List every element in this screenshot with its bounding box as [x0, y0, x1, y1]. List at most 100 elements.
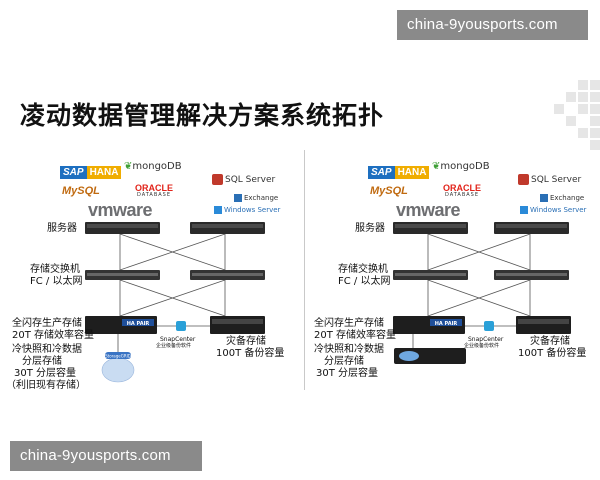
exchange-logo-text: Exchange [550, 194, 585, 202]
windows-icon [520, 206, 528, 214]
oracle-logo: ORACLE DATABASE [135, 184, 173, 198]
tier-label-3: 30T 分层容量 [316, 368, 379, 379]
backup-storage-bay [212, 319, 263, 324]
snapcenter-icon [176, 321, 186, 331]
mongodb-logo-text: mongoDB [440, 161, 490, 172]
server-right-bay [192, 224, 263, 228]
backup-storage-bay [518, 319, 569, 324]
exchange-logo-text: Exchange [244, 194, 279, 202]
sap-logo-text: SAP [60, 166, 87, 179]
snapcenter-label-2: 企业级备份软件 [464, 343, 500, 349]
mongodb-logo-text: mongoDB [132, 161, 182, 172]
oracle-logo-text: ORACLE [443, 183, 481, 193]
backup-label-1: 灾备存储 [530, 336, 570, 347]
oracle-logo: ORACLE DATABASE [443, 184, 481, 198]
switch-label-1: 存储交换机 [338, 264, 388, 275]
tier-label-4: （利旧现有存储） [6, 380, 86, 391]
slide-title: 凌动数据管理解决方案系统拓扑 [20, 101, 385, 130]
primary-label-1: 全闪存生产存储 [12, 318, 82, 329]
server-left-bay [87, 224, 158, 228]
backup-label-2: 100T 备份容量 [518, 348, 587, 359]
watermark-top: china-9yousports.com [397, 10, 588, 40]
mongodb-leaf-icon: ❦ [432, 161, 441, 172]
snapcenter-icon [484, 321, 494, 331]
exchange-logo: Exchange [540, 194, 584, 202]
ha-pair-badge [430, 319, 462, 326]
switch-right-ports [192, 273, 263, 276]
backup-storage [210, 316, 265, 334]
decorative-squares [554, 80, 600, 150]
storagegrid-badge [105, 352, 131, 359]
vmware-logo-text: vmware [88, 200, 153, 220]
switch-left-ports [87, 273, 158, 276]
server-label: 服务器 [47, 223, 77, 234]
tier-label-2: 分层存储 [22, 356, 62, 367]
tier-label-1: 冷快照和冷数据 [314, 344, 384, 355]
sqlserver-icon [212, 174, 223, 185]
backup-label-2: 100T 备份容量 [216, 348, 285, 359]
oracle-sub-text: DATABASE [136, 192, 172, 198]
cloud-storage-icon [101, 357, 135, 383]
mysql-logo-text: MySQL [62, 185, 100, 197]
vmware-logo: vmware [88, 200, 153, 220]
exchange-icon [234, 194, 242, 202]
exchange-logo: Exchange [234, 194, 278, 202]
primary-label-2: 20T 存储效率容量 [12, 330, 95, 341]
server-label: 服务器 [355, 223, 385, 234]
panel-divider [304, 150, 305, 390]
switch-left-ports [395, 273, 466, 276]
mongodb-logo: ❦mongoDB [124, 162, 182, 172]
switch-right-ports [496, 273, 567, 276]
backup-storage [516, 316, 571, 334]
exchange-icon [540, 194, 548, 202]
windows-server-logo-text: Windows Server [224, 206, 281, 214]
mongodb-logo: ❦mongoDB [432, 162, 490, 172]
watermark-bottom: china-9yousports.com [10, 441, 202, 471]
topology-diagram-right: HA PAIR [393, 222, 571, 364]
oracle-logo-text: ORACLE [135, 183, 173, 193]
tier-storage-cloud-icon [399, 351, 419, 361]
snapcenter-label-1: SnapCenter [160, 336, 196, 343]
windows-server-logo: Windows Server [214, 206, 280, 214]
windows-icon [214, 206, 222, 214]
topology-diagram-left: HA PAIR StorageGRID [85, 222, 265, 383]
hana-logo-text: HANA [86, 166, 122, 179]
sqlserver-logo-text: SQL Server [225, 175, 276, 185]
windows-server-logo: Windows Server [520, 206, 586, 214]
vmware-logo-text: vmware [396, 200, 461, 220]
snapcenter-label-2: 企业级备份软件 [156, 343, 192, 349]
switch-label-2: FC / 以太网 [338, 276, 391, 287]
hana-logo-text: HANA [394, 166, 430, 179]
windows-server-logo-text: Windows Server [530, 206, 587, 214]
server-right-bay [496, 224, 567, 228]
storagegrid-text: StorageGRID [105, 354, 131, 359]
sqlserver-logo-text: SQL Server [531, 175, 582, 185]
connection-lines [117, 233, 226, 355]
sqlserver-logo: SQL Server [212, 174, 275, 185]
primary-label-2: 20T 存储效率容量 [314, 330, 397, 341]
tier-label-1: 冷快照和冷数据 [12, 344, 82, 355]
primary-label-1: 全闪存生产存储 [314, 318, 384, 329]
mongodb-leaf-icon: ❦ [124, 161, 133, 172]
vmware-logo: vmware [396, 200, 461, 220]
oracle-sub-text: DATABASE [444, 192, 480, 198]
sap-logo-text: SAP [368, 166, 395, 179]
backup-label-1: 灾备存储 [226, 336, 266, 347]
sqlserver-icon [518, 174, 529, 185]
mysql-logo-text: MySQL [370, 185, 408, 197]
ha-pair-text: HA PAIR [127, 321, 150, 327]
sqlserver-logo: SQL Server [518, 174, 581, 185]
tier-label-3: 30T 分层容量 [14, 368, 77, 379]
switch-label-2: FC / 以太网 [30, 276, 83, 287]
tier-label-2: 分层存储 [324, 356, 364, 367]
ha-pair-text: HA PAIR [435, 321, 458, 327]
mysql-logo: MySQL [62, 186, 100, 197]
ha-pair-badge [122, 319, 154, 326]
mysql-logo: MySQL [370, 186, 408, 197]
switch-label-1: 存储交换机 [30, 264, 80, 275]
snapcenter-label-1: SnapCenter [468, 336, 504, 343]
